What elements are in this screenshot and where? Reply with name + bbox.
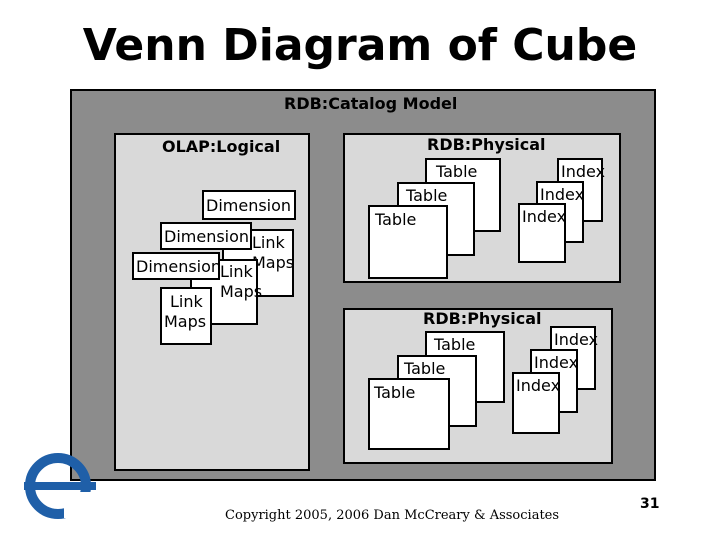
- copyright-text: Copyright 2005, 2006 Dan McCreary & Asso…: [225, 508, 560, 523]
- index-label: Index: [561, 162, 606, 181]
- dimension-card: Dimension: [202, 190, 296, 220]
- index-card: Index: [512, 372, 560, 434]
- dimension-label: Dimension: [206, 196, 292, 215]
- olap-logical-label: OLAP:Logical: [162, 137, 281, 156]
- dimension-label: Dimension: [164, 227, 250, 246]
- table-label: Table: [434, 335, 476, 354]
- index-label: Index: [516, 376, 561, 395]
- dimension-card: Dimension: [160, 222, 252, 250]
- index-card: Index: [518, 203, 566, 263]
- rdb-physical-label-top: RDB:Physical: [427, 135, 546, 154]
- rdb-physical-label-bottom: RDB:Physical: [423, 309, 542, 328]
- index-label: Index: [522, 207, 567, 226]
- table-label: Table: [436, 162, 478, 181]
- dimension-label: Dimension: [136, 257, 222, 276]
- table-card: Table: [368, 205, 448, 279]
- index-label: Index: [554, 330, 599, 349]
- index-label: Index: [534, 353, 579, 372]
- link-maps-label-line2: Maps: [220, 282, 263, 301]
- logo-icon: [24, 450, 96, 522]
- table-card: Table: [368, 378, 450, 450]
- link-maps-label-line2: Maps: [164, 312, 207, 331]
- catalog-model-label: RDB:Catalog Model: [284, 94, 458, 113]
- link-maps-label-line1: Link: [170, 292, 203, 311]
- link-maps-label-line1: Link: [220, 262, 253, 281]
- table-label: Table: [406, 186, 448, 205]
- link-maps-card: Link Maps: [160, 287, 212, 345]
- link-maps-label-line2: Maps: [252, 253, 295, 272]
- table-label: Table: [375, 210, 417, 229]
- page-title: Venn Diagram of Cube: [82, 20, 638, 71]
- link-maps-label-line1: Link: [252, 233, 285, 252]
- page-number: 31: [640, 496, 660, 512]
- index-label: Index: [540, 185, 585, 204]
- table-label: Table: [404, 359, 446, 378]
- dimension-card: Dimension: [132, 252, 222, 280]
- table-label: Table: [374, 383, 416, 402]
